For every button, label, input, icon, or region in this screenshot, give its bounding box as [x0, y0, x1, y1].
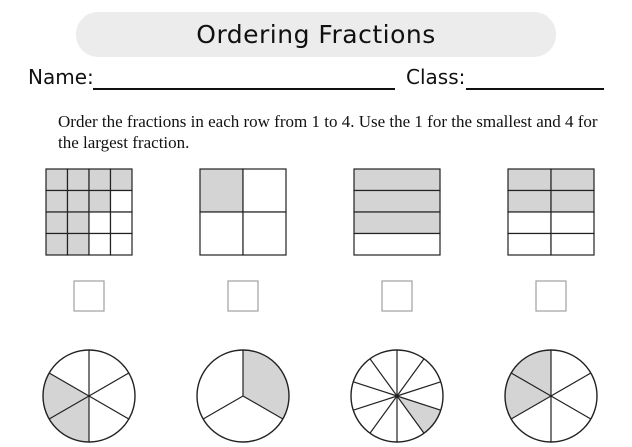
grid-cell — [109, 168, 133, 192]
answer-box-1[interactable] — [73, 280, 105, 312]
grid-cell — [45, 168, 69, 192]
grid-cell — [109, 232, 133, 256]
name-label: Name: — [28, 65, 94, 89]
grid-cell — [66, 168, 90, 192]
answer-box-4[interactable] — [535, 280, 567, 312]
fraction-grid-3 — [353, 168, 441, 256]
grid-cell — [507, 189, 552, 213]
slice-divider — [353, 381, 398, 397]
grid-cell — [353, 232, 441, 256]
grid-cell — [550, 211, 595, 235]
shaded-slice — [505, 373, 551, 419]
slice-divider — [396, 395, 425, 434]
slice-divider — [396, 381, 441, 397]
class-field[interactable] — [466, 88, 604, 90]
fraction-circle-3 — [350, 349, 444, 443]
grid-cell — [353, 211, 441, 235]
answer-box-2[interactable] — [227, 280, 259, 312]
name-field[interactable] — [93, 88, 395, 90]
slice-divider — [369, 395, 398, 434]
grid-cell — [45, 211, 69, 235]
instructions-text: Order the fractions in each row from 1 t… — [58, 112, 598, 152]
fraction-grid-4 — [507, 168, 595, 256]
fraction-circle-1 — [42, 349, 136, 443]
slice-divider — [88, 372, 130, 397]
grid-cell — [199, 211, 244, 256]
grid-cell — [109, 189, 133, 213]
circle-outline — [350, 349, 444, 443]
slice-divider — [88, 395, 130, 420]
grid-cell — [507, 232, 552, 256]
grid-cell — [45, 189, 69, 213]
slice-divider — [202, 395, 244, 420]
slice-divider — [396, 395, 441, 411]
shaded-slice — [243, 350, 289, 419]
shaded-slice — [397, 396, 441, 434]
grid-cell — [45, 232, 69, 256]
slice-divider — [353, 395, 398, 411]
fraction-circle-2 — [196, 349, 290, 443]
grid-cell — [88, 232, 112, 256]
circle-outline — [42, 349, 136, 443]
slice-divider — [48, 395, 90, 420]
slice-divider — [396, 358, 425, 397]
class-label: Class: — [406, 65, 466, 89]
grid-cell — [66, 211, 90, 235]
grid-cell — [66, 232, 90, 256]
grid-cell — [242, 211, 287, 256]
slice-divider — [242, 395, 284, 420]
grid-cell — [242, 168, 287, 213]
slice-divider — [550, 372, 592, 397]
fraction-grid-1 — [45, 168, 133, 256]
fraction-grid-2 — [199, 168, 287, 256]
slice-divider — [510, 395, 552, 420]
slice-divider — [550, 395, 592, 420]
page-title: Ordering Fractions — [196, 20, 436, 49]
answer-box-3[interactable] — [381, 280, 413, 312]
shaded-slice — [42, 373, 89, 419]
grid-cell — [88, 168, 112, 192]
grid-cell — [550, 189, 595, 213]
slice-divider — [48, 372, 90, 397]
grid-cell — [88, 211, 112, 235]
slice-divider — [510, 372, 552, 397]
slice-divider — [369, 358, 398, 397]
grid-cell — [88, 189, 112, 213]
grid-cell — [550, 232, 595, 256]
title-banner: Ordering Fractions — [76, 12, 556, 57]
grid-cell — [109, 211, 133, 235]
fraction-circle-4 — [504, 349, 598, 443]
grid-cell — [353, 168, 441, 192]
grid-cell — [353, 189, 441, 213]
grid-cell — [507, 168, 552, 192]
grid-cell — [199, 168, 244, 213]
circle-outline — [196, 349, 290, 443]
grid-cell — [507, 211, 552, 235]
grid-cell — [66, 189, 90, 213]
grid-cell — [550, 168, 595, 192]
circle-outline — [504, 349, 598, 443]
